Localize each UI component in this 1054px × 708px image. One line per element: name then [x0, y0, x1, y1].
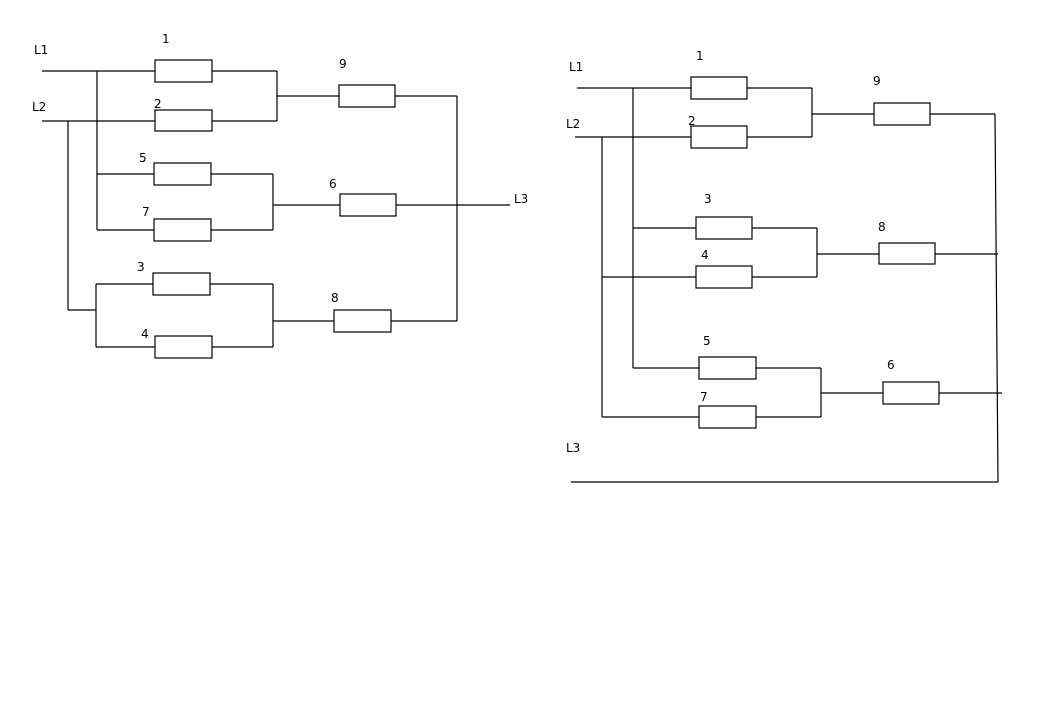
right-label-l3: L3 — [566, 441, 580, 455]
right-label-r3: 3 — [704, 192, 712, 206]
left-resistor-6 — [339, 193, 397, 217]
left-label-r7: 7 — [142, 205, 150, 219]
right-label-r5: 5 — [703, 334, 711, 348]
left-circuit: L1 L2 L3 1 2 5 7 3 4 9 6 8 — [32, 32, 528, 359]
right-label-r7: 7 — [700, 390, 708, 404]
right-wires — [571, 87, 1002, 483]
left-label-r3: 3 — [137, 260, 145, 274]
left-resistor-3 — [152, 272, 211, 296]
right-resistor-7 — [698, 405, 757, 429]
right-circuit: L1 L2 L3 1 2 3 4 5 7 9 8 6 — [566, 49, 1002, 483]
right-resistor-2 — [690, 125, 748, 149]
left-label-r1: 1 — [162, 32, 170, 46]
left-label-r8: 8 — [331, 291, 339, 305]
left-wires — [42, 70, 510, 348]
right-label-r8: 8 — [878, 220, 886, 234]
left-resistor-2 — [154, 109, 213, 132]
left-label-r2: 2 — [154, 97, 162, 111]
right-label-r4: 4 — [701, 248, 709, 262]
right-label-r2: 2 — [688, 114, 696, 128]
left-label-l2: L2 — [32, 100, 46, 114]
left-label-l3: L3 — [514, 192, 528, 206]
right-resistor-6 — [882, 381, 940, 405]
right-resistor-1 — [690, 76, 748, 100]
left-resistor-7 — [153, 218, 212, 242]
right-resistor-3 — [695, 216, 753, 240]
left-resistor-9 — [338, 84, 396, 108]
right-label-l1: L1 — [569, 60, 583, 74]
left-label-r4: 4 — [141, 327, 149, 341]
left-label-r6: 6 — [329, 177, 337, 191]
right-resistor-9 — [873, 102, 931, 126]
right-label-r6: 6 — [887, 358, 895, 372]
right-resistor-8 — [878, 242, 936, 265]
left-label-r5: 5 — [139, 151, 147, 165]
left-label-l1: L1 — [34, 43, 48, 57]
left-resistor-8 — [333, 309, 392, 333]
right-resistor-5 — [698, 356, 757, 380]
left-resistor-4 — [154, 335, 213, 359]
right-label-l2: L2 — [566, 117, 580, 131]
right-resistor-4 — [695, 265, 753, 289]
left-resistor-1 — [154, 59, 213, 83]
right-label-r9: 9 — [873, 74, 881, 88]
left-label-r9: 9 — [339, 57, 347, 71]
right-label-r1: 1 — [696, 49, 704, 63]
left-resistor-5 — [153, 162, 212, 186]
